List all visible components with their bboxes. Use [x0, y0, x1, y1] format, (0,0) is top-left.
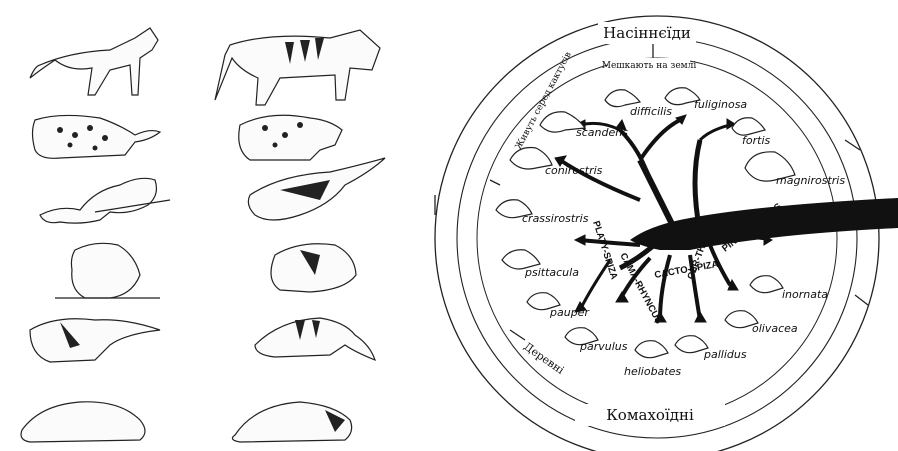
numbat-drawing	[255, 318, 375, 360]
ring-label-cactus: Живуть серед кактусів	[514, 51, 574, 152]
species-scandens: scandens	[576, 126, 628, 139]
finch-radiation-diagram: Насіннєїди Комахоїдні Живуть серед какту…	[435, 16, 898, 451]
genus-platyspiza: PLATY-SPIZA	[590, 220, 619, 282]
mole-drawing	[21, 402, 145, 442]
thylacine-drawing	[215, 30, 380, 105]
wolf-drawing	[30, 28, 158, 95]
species-psittacula: psittacula	[524, 266, 579, 279]
placental-animals-column	[21, 28, 170, 442]
species-pauper: pauper	[549, 306, 590, 319]
species-magnirostris: magnirostris	[776, 174, 845, 187]
ring-label-insectivores: Комахоїдні	[606, 406, 694, 424]
squirrel-drawing	[40, 178, 170, 223]
phylogeny-tree	[555, 115, 898, 322]
marsupial-animals-column	[215, 30, 385, 442]
sugar-glider-drawing	[248, 158, 385, 220]
species-fuliginosa: fuliginosa	[694, 98, 747, 111]
ring-label-seed-eaters: Насіннєїди	[603, 24, 691, 42]
quoll-drawing	[239, 115, 342, 160]
ring-label-arboreal: Деревні	[521, 340, 567, 377]
ocelot-drawing	[33, 115, 161, 158]
species-fortis: fortis	[742, 134, 770, 147]
ring-label-ground-text: Мешкають на землі	[602, 61, 697, 71]
anteater-drawing	[30, 319, 160, 362]
wombat-drawing	[271, 244, 356, 292]
marsupial-mole-drawing	[232, 402, 351, 442]
species-olivacea: olivacea	[752, 322, 798, 335]
species-parvulus: parvulus	[579, 340, 628, 353]
species-difficilis: difficilis	[630, 105, 672, 118]
ring-label-ground: Мешкають на землі	[602, 61, 697, 71]
species-crassirostris: crassirostris	[522, 212, 589, 225]
species-conirostris: conirostris	[545, 164, 603, 177]
species-heliobates: heliobates	[624, 365, 681, 378]
groundhog-drawing	[55, 243, 160, 298]
species-pallidus: pallidus	[703, 348, 747, 361]
species-inornata: inornata	[782, 288, 828, 301]
